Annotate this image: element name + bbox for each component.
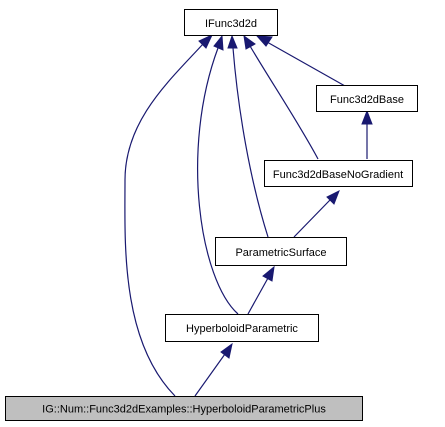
arrowhead-func3d2dbasenogradient-to-func3d2dbase xyxy=(361,109,373,125)
node-label-parametricsurface: ParametricSurface xyxy=(235,247,326,259)
edge-hyperboloidparametricplus-to-ifunc3d2d xyxy=(124,43,204,397)
arrowhead-hyperboloidparametric-to-ifunc3d2d xyxy=(213,34,224,51)
edge-hyperboloidparametricplus-to-hyperboloidparametric xyxy=(194,353,226,397)
node-label-func3d2dbasenogradient: Func3d2dBaseNoGradient xyxy=(273,169,403,181)
arrowhead-func3d2dbasenogradient-to-ifunc3d2d xyxy=(243,34,256,50)
edge-func3d2dbase-to-ifunc3d2d xyxy=(266,41,346,87)
arrowhead-hyperboloidparametricplus-to-ifunc3d2d xyxy=(198,33,214,49)
edge-hyperboloidparametric-to-parametricsurface xyxy=(247,277,269,315)
node-hyperboloidparametric[interactable]: HyperboloidParametric xyxy=(165,314,319,342)
node-label-func3d2dbase: Func3d2dBase xyxy=(330,94,404,106)
node-func3d2dbasenogradient[interactable]: Func3d2dBaseNoGradient xyxy=(264,160,413,187)
arrowhead-hyperboloidparametricplus-to-hyperboloidparametric xyxy=(220,342,233,359)
edge-hyperboloidparametric-to-ifunc3d2d xyxy=(197,47,239,315)
node-parametricsurface[interactable]: ParametricSurface xyxy=(215,237,347,266)
nodes-layer: IFunc3d2d Func3d2dBase Func3d2dBaseNoGra… xyxy=(5,9,418,421)
edge-parametricsurface-to-ifunc3d2d xyxy=(232,47,269,238)
arrowhead-parametricsurface-to-func3d2dbasenogradient xyxy=(326,189,340,205)
node-ifunc3d2d[interactable]: IFunc3d2d xyxy=(184,9,278,36)
edge-func3d2dbasenogradient-to-ifunc3d2d xyxy=(249,45,319,160)
edge-parametricsurface-to-func3d2dbasenogradient xyxy=(293,199,331,238)
node-func3d2dbase[interactable]: Func3d2dBase xyxy=(316,85,418,112)
node-label-hyperboloidparametricplus: IG::Num::Func3d2dExamples::HyperboloidPa… xyxy=(42,404,326,416)
node-label-hyperboloidparametric: HyperboloidParametric xyxy=(186,323,298,335)
edges-layer xyxy=(124,33,373,397)
arrowhead-hyperboloidparametric-to-parametricsurface xyxy=(262,265,275,282)
arrowhead-parametricsurface-to-ifunc3d2d xyxy=(227,34,238,49)
node-label-ifunc3d2d: IFunc3d2d xyxy=(205,18,257,30)
node-hyperboloidparametricplus[interactable]: IG::Num::Func3d2dExamples::HyperboloidPa… xyxy=(5,396,363,421)
arrowhead-func3d2dbase-to-ifunc3d2d xyxy=(255,35,273,47)
